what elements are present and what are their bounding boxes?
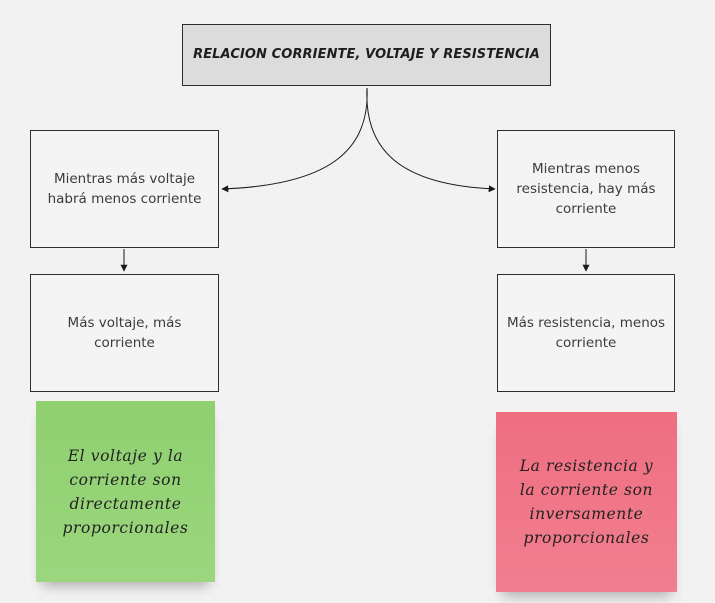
box-mas-voltaje-menos-corriente[interactable]: Mientras más voltaje habrá menos corrien… bbox=[30, 130, 219, 248]
box-menos-resistencia-mas-corriente[interactable]: Mientras menos resistencia, hay más corr… bbox=[497, 130, 675, 248]
box-text: Más resistencia, menos corriente bbox=[506, 315, 666, 351]
sticky-note-green[interactable]: El voltaje y la corriente son directamen… bbox=[36, 401, 215, 582]
box-mas-resistencia-menos-corriente[interactable]: Más resistencia, menos corriente bbox=[497, 274, 675, 392]
box-mas-voltaje-mas-corriente[interactable]: Más voltaje, más corriente bbox=[30, 274, 219, 392]
sticky-text: El voltaje y la corriente son directamen… bbox=[62, 446, 189, 537]
box-text: Mientras menos resistencia, hay más corr… bbox=[516, 161, 656, 217]
sticky-note-pink[interactable]: La resistencia y la corriente son invers… bbox=[496, 412, 677, 592]
title-text: RELACION CORRIENTE, VOLTAJE Y RESISTENCI… bbox=[193, 47, 540, 62]
box-text: Más voltaje, más corriente bbox=[67, 315, 182, 351]
connector-title-to-right[interactable] bbox=[366, 87, 496, 193]
connector-title-to-left[interactable] bbox=[221, 87, 368, 193]
box-text: Mientras más voltaje habrá menos corrien… bbox=[47, 171, 202, 207]
sticky-text: La resistencia y la corriente son invers… bbox=[519, 457, 654, 547]
title-box[interactable]: RELACION CORRIENTE, VOLTAJE Y RESISTENCI… bbox=[182, 24, 551, 86]
